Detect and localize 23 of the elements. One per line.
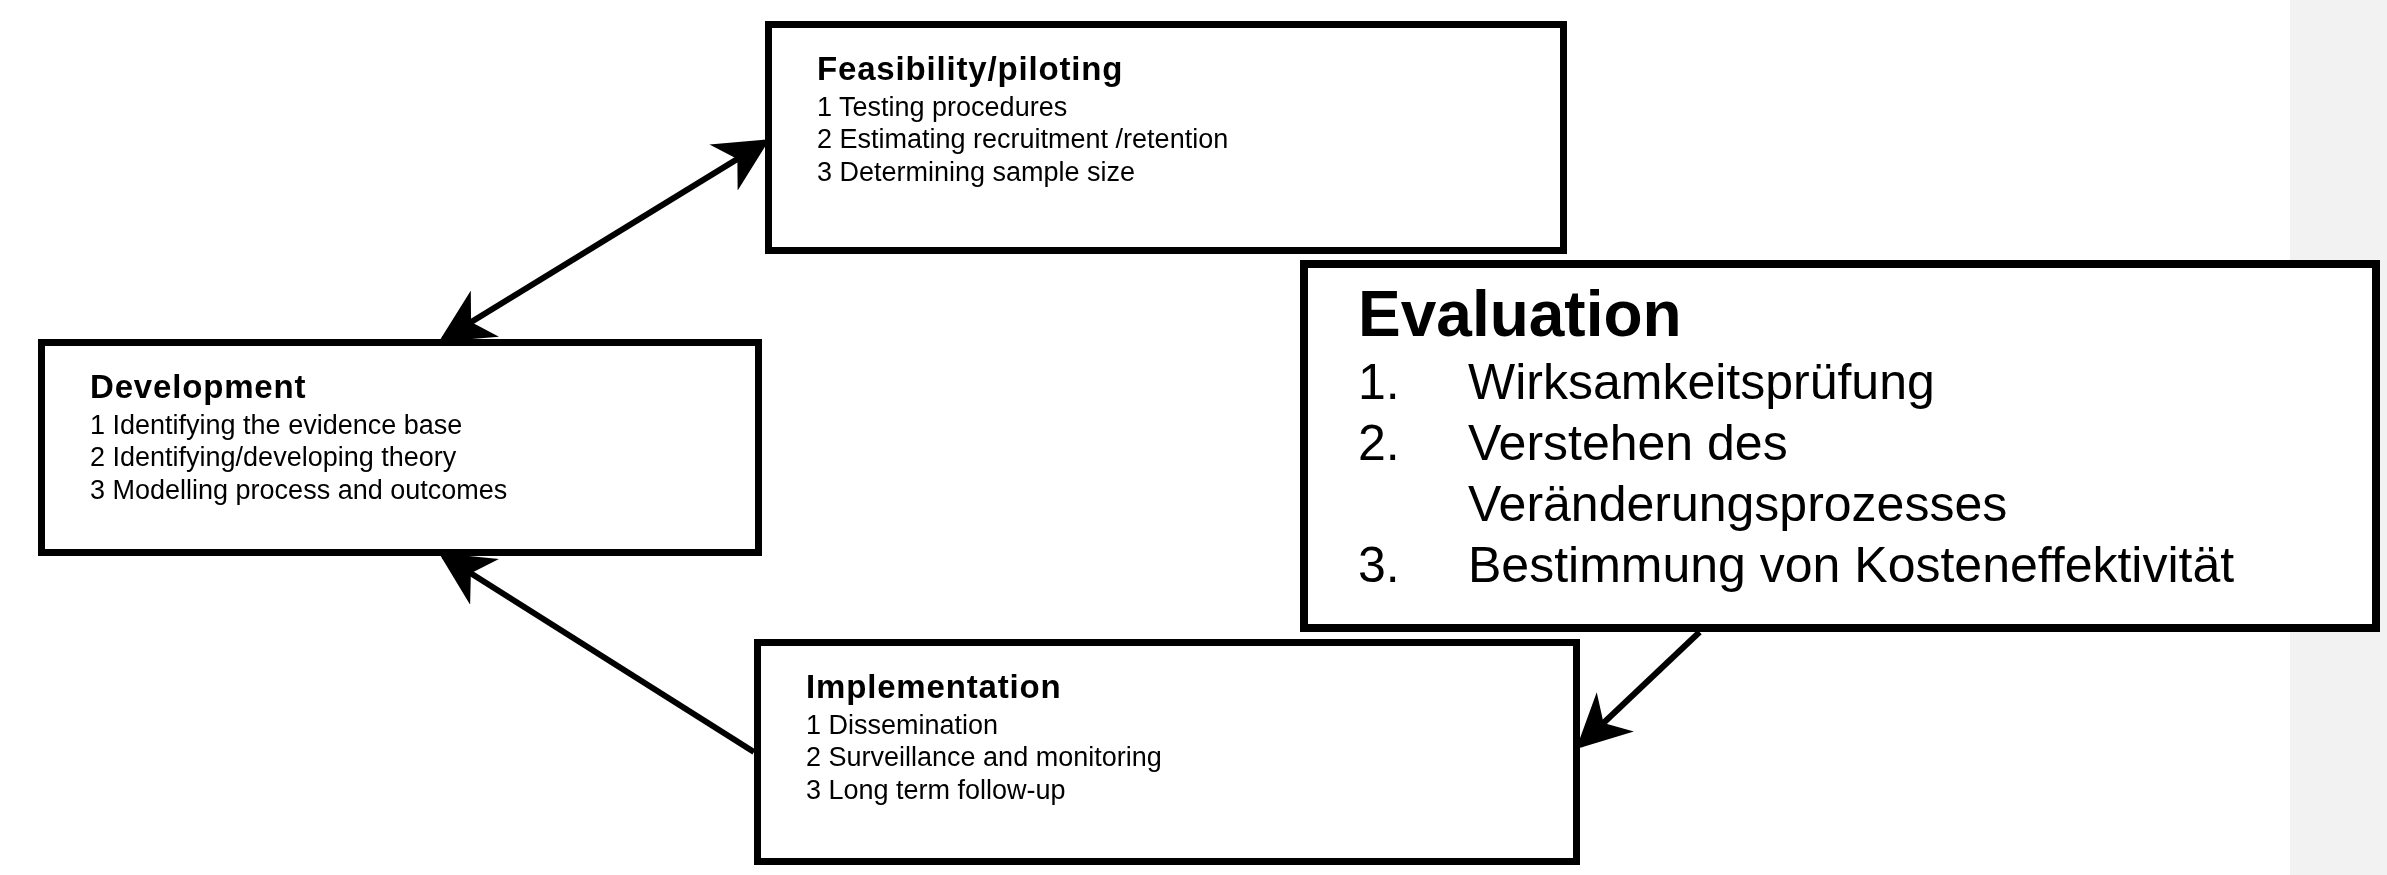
- list-item: 2 Estimating recruitment /retention: [817, 123, 1229, 156]
- list-item: 1 Identifying the evidence base: [90, 408, 463, 442]
- list-item: Wirksamkeitsprüfung: [1468, 352, 1936, 412]
- list-item: 2 Identifying/developing theory: [90, 441, 457, 474]
- list-number: 2.: [1358, 413, 1401, 473]
- stage-box: [38, 339, 762, 556]
- list-item: 3 Modelling process and outcomes: [90, 473, 508, 507]
- list-item: 3 Long term follow-up: [806, 773, 1066, 807]
- card-heading: Evaluation: [1358, 278, 1682, 352]
- list-number: 3.: [1358, 535, 1401, 595]
- box-heading: Implementation: [806, 667, 1062, 707]
- overlay-card: [1300, 260, 2380, 632]
- stage-box: [765, 21, 1567, 254]
- box-heading: Feasibility/piloting: [817, 49, 1124, 89]
- list-item: Bestimmung von Kosteneffektivität: [1468, 535, 2236, 595]
- list-number: 1.: [1358, 352, 1401, 412]
- list-item: 3 Determining sample size: [817, 155, 1136, 189]
- box-heading: Development: [90, 367, 307, 407]
- list-item: 2 Surveillance and monitoring: [806, 741, 1162, 774]
- list-item: 1 Testing procedures: [817, 90, 1068, 124]
- list-item: 1 Dissemination: [806, 708, 999, 742]
- stage-box: [754, 639, 1580, 865]
- list-item: Verstehen des Veränderungsprozesses: [1468, 413, 2009, 534]
